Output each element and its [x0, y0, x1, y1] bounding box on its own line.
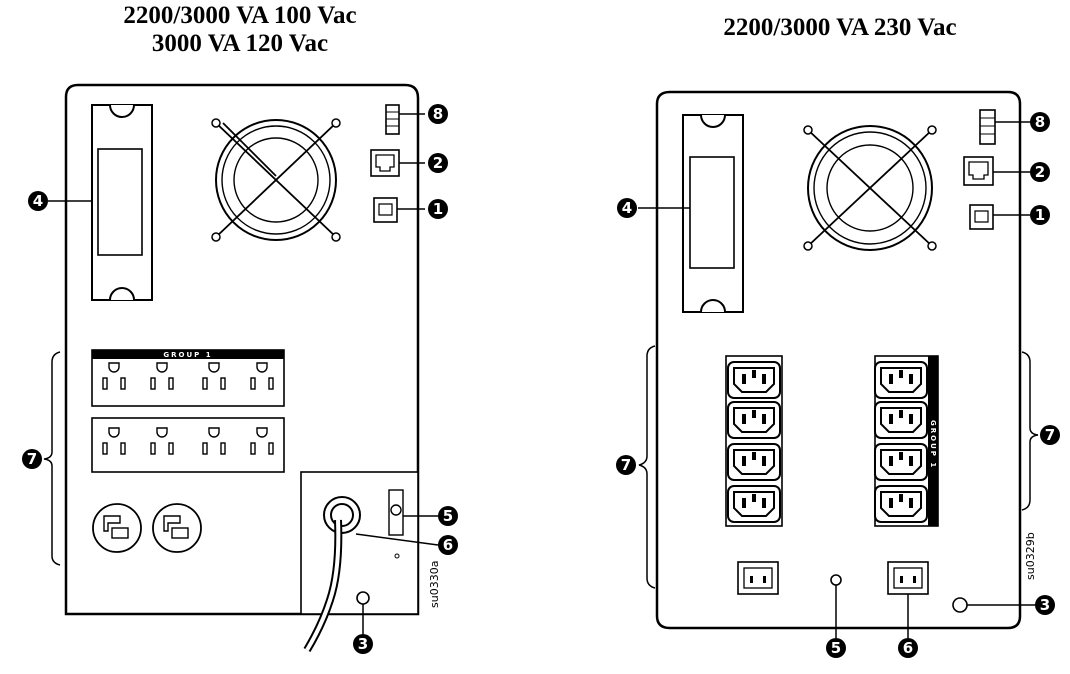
right-callout-7-left: 7: [616, 455, 636, 475]
right-c13-outlet: [727, 361, 781, 399]
left-title-line1: 2200/3000 VA 100 Vac: [123, 2, 357, 29]
right-callout-5: 5: [826, 638, 846, 658]
right-fan-icon: [803, 125, 937, 251]
left-figure-code: su0330a: [428, 561, 441, 608]
left-callout-2: 2: [428, 153, 448, 173]
right-callout-3: 3: [1035, 595, 1055, 615]
right-callout-8: 8: [1030, 112, 1050, 132]
left-title-line2: 3000 VA 120 Vac: [151, 30, 329, 57]
right-group-label: GROUP 1: [929, 420, 937, 469]
left-callout-6: 6: [438, 535, 458, 555]
right-callout-1: 1: [1030, 205, 1050, 225]
svg-text:1: 1: [1035, 206, 1045, 224]
right-c13-outlet: [874, 485, 928, 523]
left-large-outlets: [92, 503, 202, 553]
svg-text:7: 7: [1045, 426, 1055, 444]
left-panel-title: 2200/3000 VA 100 Vac 3000 VA 120 Vac: [100, 2, 380, 58]
right-callout-2: 2: [1030, 162, 1050, 182]
right-ups-unit: GROUP 1 su0329b 8 2 1 4 7: [616, 90, 1060, 658]
right-outlet-bank-left: [725, 355, 783, 527]
left-callout-4: 4: [28, 191, 48, 211]
right-outlet-bank-right: GROUP 1: [874, 355, 939, 527]
left-smart-slot: [91, 104, 153, 301]
svg-text:3: 3: [1040, 596, 1050, 614]
svg-text:6: 6: [903, 639, 913, 657]
right-input-connectors: [737, 561, 1036, 638]
svg-text:7: 7: [27, 450, 37, 468]
left-callout-1: 1: [428, 199, 448, 219]
left-fan-icon: [211, 118, 341, 242]
right-panel-title: 2200/3000 VA 230 Vac: [723, 14, 957, 41]
left-callout-3: 3: [353, 634, 373, 654]
right-figure-code: su0329b: [1024, 532, 1037, 580]
right-dip-switch: [979, 109, 1030, 145]
svg-text:2: 2: [1035, 163, 1045, 181]
left-ups-unit: GROUP 1: [22, 83, 458, 654]
svg-text:8: 8: [1035, 113, 1045, 131]
left-callout-8: 8: [428, 104, 448, 124]
left-group-label: GROUP 1: [163, 351, 212, 359]
left-outlet-strip-1: GROUP 1: [91, 349, 285, 407]
svg-text:5: 5: [443, 507, 453, 525]
svg-text:4: 4: [622, 199, 632, 217]
svg-text:2: 2: [433, 154, 443, 172]
right-usb-port: [969, 204, 1030, 230]
svg-text:1: 1: [433, 200, 443, 218]
left-callout-5: 5: [438, 506, 458, 526]
left-outlet-strip-2: [91, 417, 285, 473]
right-c13-outlet: [727, 401, 781, 439]
right-c13-outlet: [874, 361, 928, 399]
right-smart-slot: [682, 114, 744, 313]
left-callout-7: 7: [22, 449, 42, 469]
right-c13-outlet: [727, 443, 781, 481]
svg-text:6: 6: [443, 536, 453, 554]
svg-text:4: 4: [33, 192, 43, 210]
svg-text:8: 8: [433, 105, 443, 123]
right-callout-4: 4: [617, 198, 637, 218]
right-c13-outlet: [874, 401, 928, 439]
right-c13-outlet: [874, 443, 928, 481]
left-input-area: [300, 471, 439, 653]
right-network-port: [963, 156, 1030, 186]
right-c13-outlet: [727, 485, 781, 523]
right-callout-6: 6: [898, 638, 918, 658]
svg-text:3: 3: [358, 635, 368, 653]
left-usb-port: [373, 197, 425, 223]
left-network-port: [370, 149, 425, 177]
left-dip-switch: [385, 104, 425, 135]
svg-text:7: 7: [621, 456, 631, 474]
svg-text:5: 5: [831, 639, 841, 657]
right-callout-7-right: 7: [1040, 425, 1060, 445]
